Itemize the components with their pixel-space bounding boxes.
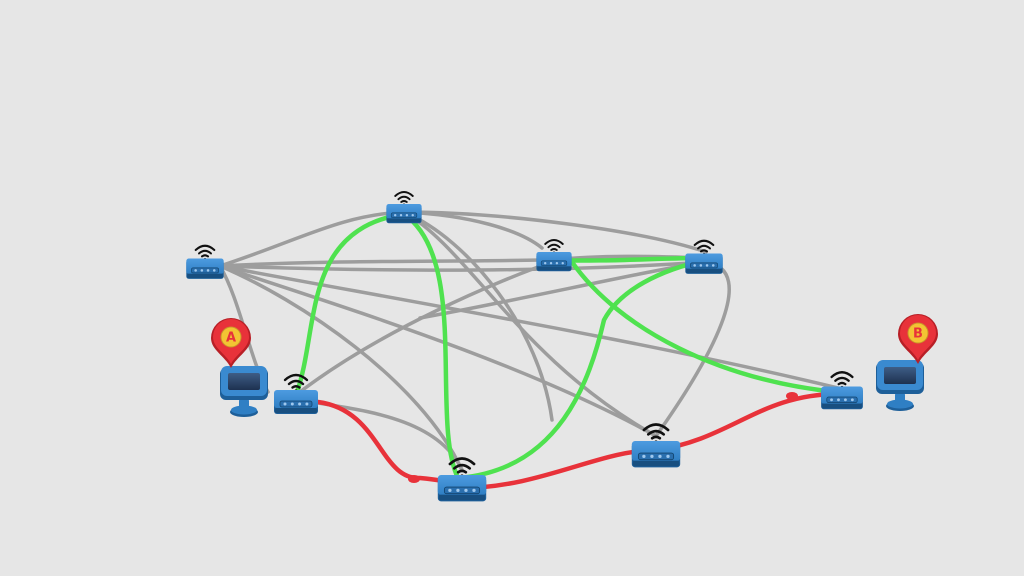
router-r7 [437,457,487,502]
red-link [653,391,841,453]
link [218,210,406,268]
red-route [315,391,841,491]
wifi-icon [693,239,715,256]
wifi-router-icon [437,475,487,502]
pin-label: A [226,331,236,346]
red-link-joint [408,475,420,483]
wifi-router-icon [186,258,224,279]
router-r4 [536,239,572,272]
link [218,258,544,268]
wifi-icon [394,191,414,207]
green-link [569,259,839,395]
wifi-icon [544,239,564,255]
red-link [459,447,659,491]
wifi-router-icon [536,252,572,272]
pin-label: B [913,327,923,342]
location-pin-icon: B [898,314,938,364]
green-link [401,211,461,481]
router-r6 [685,239,723,274]
location-pin-icon: A [211,318,251,368]
red-link-joint [786,392,798,400]
green-route [293,211,839,481]
link [294,393,464,472]
green-link [549,255,709,263]
wifi-icon [194,244,216,261]
router-r5 [631,423,681,468]
wifi-router-icon [631,441,681,468]
wifi-router-icon [386,204,422,224]
link [402,210,708,254]
link [402,210,554,422]
router-r2 [274,373,318,414]
link [402,210,658,438]
green-link [293,211,407,398]
green-link [455,257,709,481]
computer-monitor-icon [220,366,268,417]
link [218,264,658,438]
router-r8 [821,371,863,410]
link [294,260,554,397]
link [218,260,708,272]
wifi-router-icon [274,390,318,414]
link [218,264,464,472]
router-r3 [386,191,422,224]
computer-monitor-icon [876,360,924,411]
wifi-router-icon [685,253,723,274]
router-r1 [186,244,224,279]
link [218,264,840,390]
network-links [218,210,840,472]
wifi-router-icon [821,386,863,410]
